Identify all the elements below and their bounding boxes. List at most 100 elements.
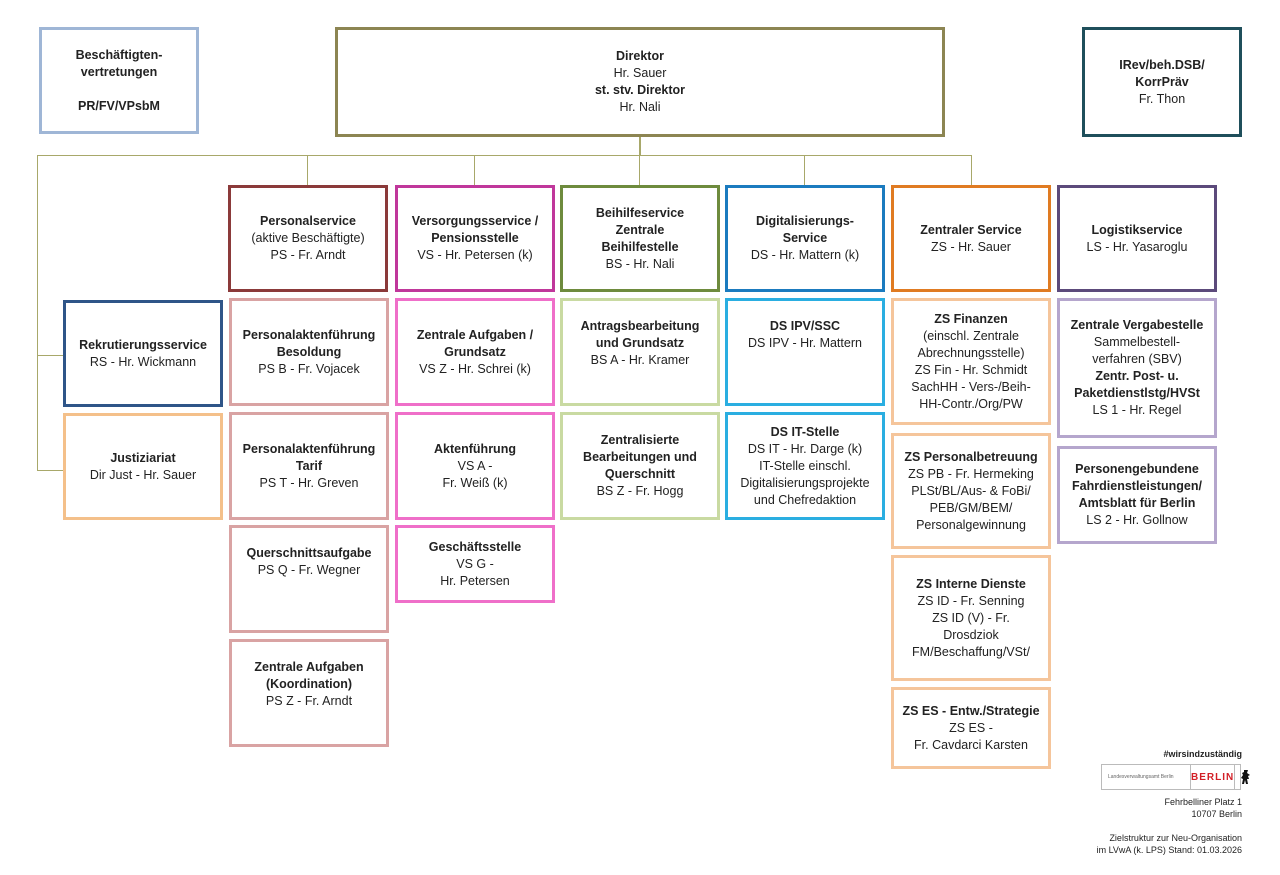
note-line1: Zielstruktur zur Neu-Organisation: [1109, 833, 1242, 843]
connector-line: [37, 155, 972, 156]
unit-detail: PS - Fr. Arndt: [270, 248, 346, 262]
unit-title: Beschäftigten-: [75, 47, 163, 62]
unit-title: und Grundsatz: [595, 336, 685, 350]
unit-detail: ZS ES -: [949, 720, 993, 735]
unit-title: Zentrale Aufgaben: [254, 660, 364, 674]
unit-detail: HH-Contr./Org/PW: [919, 396, 1023, 411]
org-unit-logistikservice: Logistikservice LS - Hr. Yasaroglu: [1057, 185, 1217, 292]
unit-title: Logistikservice: [1091, 222, 1183, 237]
unit-detail: (aktive Beschäftigte): [251, 231, 365, 245]
connector-line: [971, 155, 972, 185]
unit-title: Grundsatz: [444, 344, 506, 359]
connector-line: [307, 155, 308, 185]
org-unit-vs-a: Aktenführung VS A - Fr. Weiß (k): [395, 412, 555, 520]
unit-title: DS IT-Stelle: [770, 424, 840, 439]
unit-title: Rekrutierungsservice: [79, 337, 207, 352]
unit-title: Service: [782, 231, 828, 245]
unit-detail: Personalgewinnung: [916, 517, 1026, 532]
unit-detail: BS - Hr. Nali: [605, 256, 675, 271]
address-line2: 10707 Berlin: [1191, 809, 1242, 819]
unit-detail: Sammelbestell-: [1093, 335, 1181, 349]
unit-detail: LS - Hr. Yasaroglu: [1086, 239, 1188, 254]
unit-title: Fahrdienstleistungen/: [1072, 479, 1202, 493]
unit-detail: VS A -: [457, 458, 493, 473]
unit-detail: ZS ID - Fr. Senning: [917, 593, 1025, 608]
unit-detail: Fr. Weiß (k): [442, 475, 508, 490]
org-unit-rekrutierungsservice: Rekrutierungsservice RS - Hr. Wickmann: [63, 300, 223, 407]
connector-line: [37, 470, 63, 471]
org-unit-ps-z: Zentrale Aufgaben (Koordination) PS Z - Fr…: [229, 639, 389, 747]
unit-detail: ZS PB - Fr. Hermeking: [908, 466, 1034, 481]
unit-detail: Hr. Petersen: [440, 573, 510, 588]
status-note: Zielstruktur zur Neu-Organisation im LVw…: [1097, 832, 1242, 856]
unit-detail: und Chefredaktion: [753, 492, 857, 507]
unit-title: ZS Finanzen: [934, 311, 1008, 326]
unit-detail: SachHH - Vers-/Beih-: [911, 379, 1031, 394]
unit-title: Bearbeitungen und: [583, 450, 697, 464]
unit-title: Zentrale: [615, 222, 665, 237]
address: Fehrbelliner Platz 1 10707 Berlin: [1164, 796, 1242, 820]
unit-title: Direktor: [616, 49, 664, 63]
unit-title: Tarif: [295, 458, 323, 473]
unit-detail: Hr. Sauer: [613, 66, 667, 80]
unit-title: KorrPräv: [1135, 74, 1189, 89]
unit-detail: DS - Hr. Mattern (k): [750, 248, 860, 262]
unit-detail: VS G -: [456, 556, 494, 571]
unit-detail: LS 1 - Hr. Regel: [1092, 403, 1182, 417]
unit-title: Personalaktenführung: [242, 441, 376, 456]
unit-detail: VS Z - Hr. Schrei (k): [419, 361, 531, 376]
unit-detail: PS Z - Fr. Arndt: [265, 694, 353, 708]
berlin-logo: Landesverwaltungsamt Berlin BERLIN: [1101, 764, 1251, 790]
unit-title: PR/FV/VPsbM: [78, 98, 160, 113]
unit-detail: Fr. Cavdarci Karsten: [914, 737, 1028, 752]
unit-detail: VS - Hr. Petersen (k): [417, 248, 533, 262]
logo-small-text: Landesverwaltungsamt Berlin: [1108, 774, 1174, 780]
unit-title: Paketdienstlstg/HVSt: [1074, 386, 1200, 400]
unit-detail: FM/Beschaffung/VSt/: [912, 644, 1030, 659]
unit-detail: BS Z - Fr. Hogg: [596, 484, 684, 498]
unit-title: ZS ES - Entw./Strategie: [902, 703, 1040, 718]
unit-detail: PS B - Fr. Vojacek: [258, 361, 360, 376]
unit-detail: ZS Fin - Hr. Schmidt: [914, 362, 1028, 377]
unit-title: IRev/beh.DSB/: [1119, 57, 1205, 72]
connector-line: [37, 155, 38, 471]
unit-title: Aktenführung: [434, 441, 516, 456]
unit-title: Antragsbearbeitung: [580, 319, 700, 333]
unit-title: Personengebundene: [1075, 462, 1199, 476]
unit-title: Beihilfeservice: [595, 205, 685, 220]
unit-title: Versorgungsservice /: [411, 214, 539, 228]
unit-detail: DS IT - Hr. Darge (k): [747, 441, 863, 456]
unit-title: Querschnittsaufgabe: [246, 546, 372, 560]
unit-detail: Drosdziok: [943, 627, 999, 642]
unit-detail: RS - Hr. Wickmann: [89, 354, 197, 369]
unit-detail: Dir Just - Hr. Sauer: [89, 467, 197, 482]
unit-detail: Fr. Thon: [1138, 91, 1186, 106]
address-line1: Fehrbelliner Platz 1: [1164, 797, 1242, 807]
unit-title: Zentralisierte: [600, 433, 680, 447]
connector-line: [804, 155, 805, 185]
unit-title: Personalaktenführung: [242, 327, 376, 342]
unit-title: Geschäftsstelle: [428, 539, 522, 554]
note-line2: im LVwA (k. LPS) Stand: 01.03.2026: [1096, 845, 1242, 855]
connector-line: [474, 155, 475, 185]
org-unit-personalservice: Personalservice(aktive Beschäftigte)PS -…: [228, 185, 388, 292]
unit-title: (Koordination): [265, 677, 353, 691]
unit-title: st. stv. Direktor: [594, 83, 686, 97]
unit-detail: LS 2 - Hr. Gollnow: [1086, 513, 1188, 527]
